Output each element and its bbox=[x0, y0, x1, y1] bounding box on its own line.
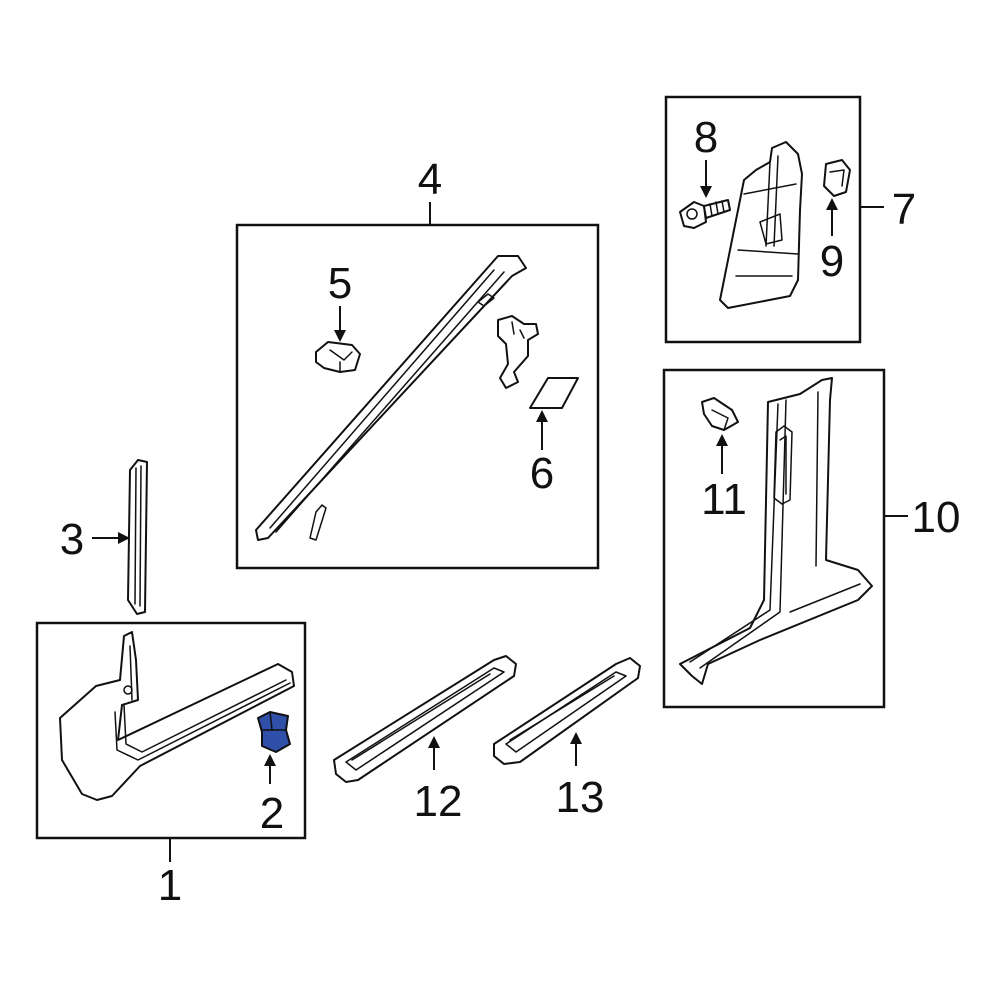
callout-9: 9 bbox=[820, 237, 844, 286]
callout-11: 11 bbox=[701, 475, 747, 524]
part-8-screw[interactable] bbox=[679, 199, 731, 229]
arrow-12 bbox=[428, 736, 440, 748]
arrow-8 bbox=[700, 186, 712, 198]
part-5-clip[interactable] bbox=[315, 341, 361, 373]
part-3-trim-strip[interactable] bbox=[127, 459, 148, 615]
callout-10: 10 bbox=[912, 493, 961, 542]
callout-12: 12 bbox=[414, 777, 463, 826]
part-2-clip-highlighted[interactable] bbox=[257, 711, 291, 753]
pillar-fastener-clip[interactable] bbox=[497, 315, 539, 389]
arrow-3 bbox=[118, 532, 130, 544]
part-10-pillar-upper-trim[interactable] bbox=[679, 377, 873, 685]
mounting-hole bbox=[123, 685, 133, 695]
part-4-pillar-trim[interactable] bbox=[255, 255, 527, 541]
callout-1: 1 bbox=[158, 861, 182, 910]
callout-7: 7 bbox=[892, 185, 916, 234]
arrow-6 bbox=[536, 410, 548, 422]
group-box-10 bbox=[662, 368, 886, 709]
part-11-clip[interactable] bbox=[701, 397, 739, 431]
part-12-scuff-plate[interactable] bbox=[333, 655, 517, 783]
group-box-7 bbox=[664, 95, 862, 344]
arrow-11 bbox=[716, 434, 728, 446]
arrow-2 bbox=[264, 754, 276, 766]
part-6-adhesive-pad[interactable] bbox=[529, 377, 579, 409]
arrow-5 bbox=[334, 330, 346, 342]
callout-8: 8 bbox=[694, 113, 718, 162]
arrow-9 bbox=[826, 198, 838, 210]
part-13-scuff-plate[interactable] bbox=[493, 657, 641, 765]
callout-2: 2 bbox=[260, 789, 284, 838]
arrow-13 bbox=[570, 732, 582, 744]
callout-5: 5 bbox=[328, 259, 352, 308]
callout-4: 4 bbox=[418, 155, 442, 204]
part-9-clip[interactable] bbox=[823, 159, 851, 197]
group-box-4 bbox=[235, 223, 600, 570]
callout-13: 13 bbox=[556, 773, 605, 822]
part-1-kick-panel[interactable] bbox=[59, 631, 295, 801]
callout-3: 3 bbox=[60, 515, 84, 564]
callout-6: 6 bbox=[530, 449, 554, 498]
part-7-pillar-lower-trim[interactable] bbox=[719, 141, 803, 309]
